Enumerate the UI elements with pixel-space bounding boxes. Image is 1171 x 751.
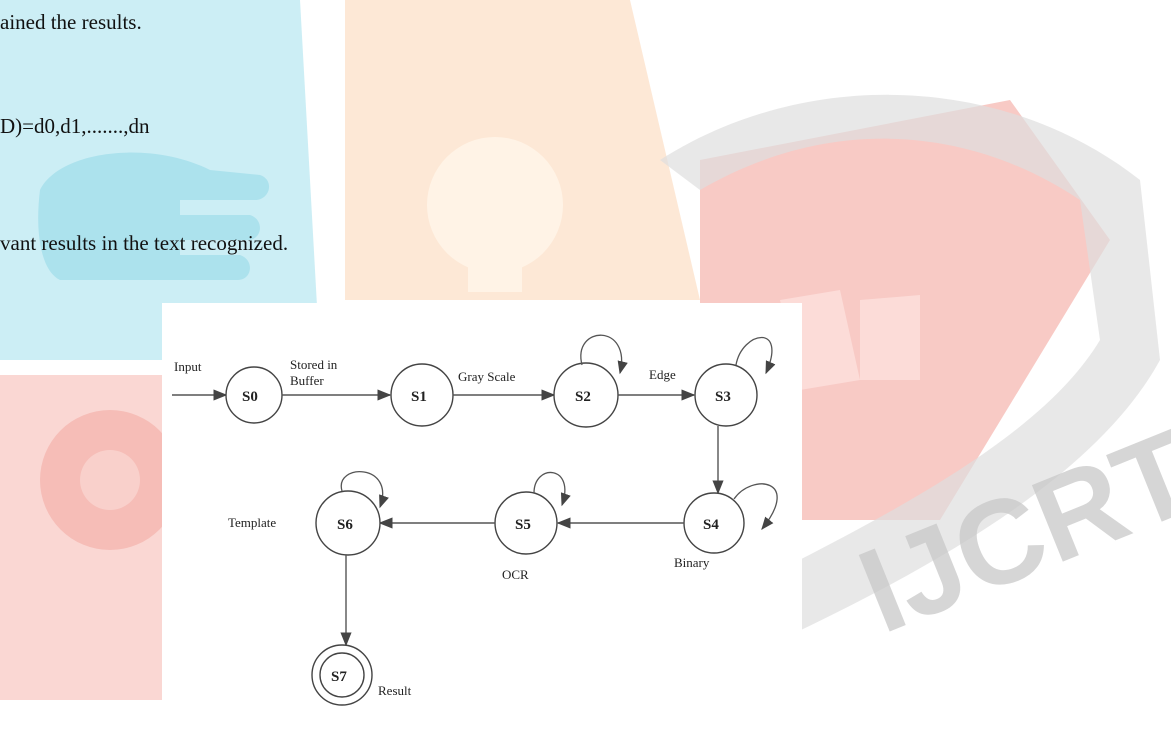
input-label: Input	[174, 359, 202, 374]
state-s5-label: S5	[515, 517, 531, 533]
binary-label: Binary	[674, 555, 710, 570]
watermark-bulb-icon	[427, 137, 563, 273]
self-loop-s3	[735, 336, 776, 375]
result-label: Result	[378, 683, 412, 698]
self-loop-s2	[580, 334, 628, 375]
watermark-book-icon	[780, 290, 920, 390]
state-s3-label: S3	[715, 389, 731, 405]
watermark-gray-band	[660, 94, 1160, 640]
ocr-label: OCR	[502, 567, 529, 582]
state-s1-label: S1	[411, 389, 427, 405]
watermark-hand-icon	[38, 152, 270, 280]
text-line-results: ained the results.	[0, 10, 142, 34]
template-label: Template	[228, 515, 276, 530]
self-loop-s5	[533, 471, 571, 507]
edge-label: Edge	[649, 367, 676, 382]
state-diagram: Input S0 Stored in Buffer S1 Gray Scale …	[172, 334, 778, 706]
state-s3	[694, 363, 758, 427]
gray-scale-label: Gray Scale	[458, 369, 516, 384]
state-s6	[315, 490, 381, 556]
watermark-bulb-base	[468, 262, 522, 292]
state-s4-label: S4	[703, 517, 719, 533]
state-s0-label: S0	[242, 389, 258, 405]
stored-in-label: Stored in	[290, 357, 338, 372]
buffer-label: Buffer	[290, 373, 324, 388]
state-s7	[319, 652, 365, 698]
state-s2-label: S2	[575, 389, 591, 405]
state-diagram-figure: Input S0 Stored in Buffer S1 Gray Scale …	[162, 303, 802, 716]
state-s7-label: S7	[331, 669, 347, 685]
self-loop-s6	[340, 471, 389, 509]
self-loop-s4	[733, 483, 778, 531]
text-line-recognized: vant results in the text recognized.	[0, 231, 289, 255]
state-s6-label: S6	[337, 517, 353, 533]
watermark-gear-hole	[80, 450, 140, 510]
text-line-formula: D)=d0,d1,.......,dn	[0, 114, 150, 138]
